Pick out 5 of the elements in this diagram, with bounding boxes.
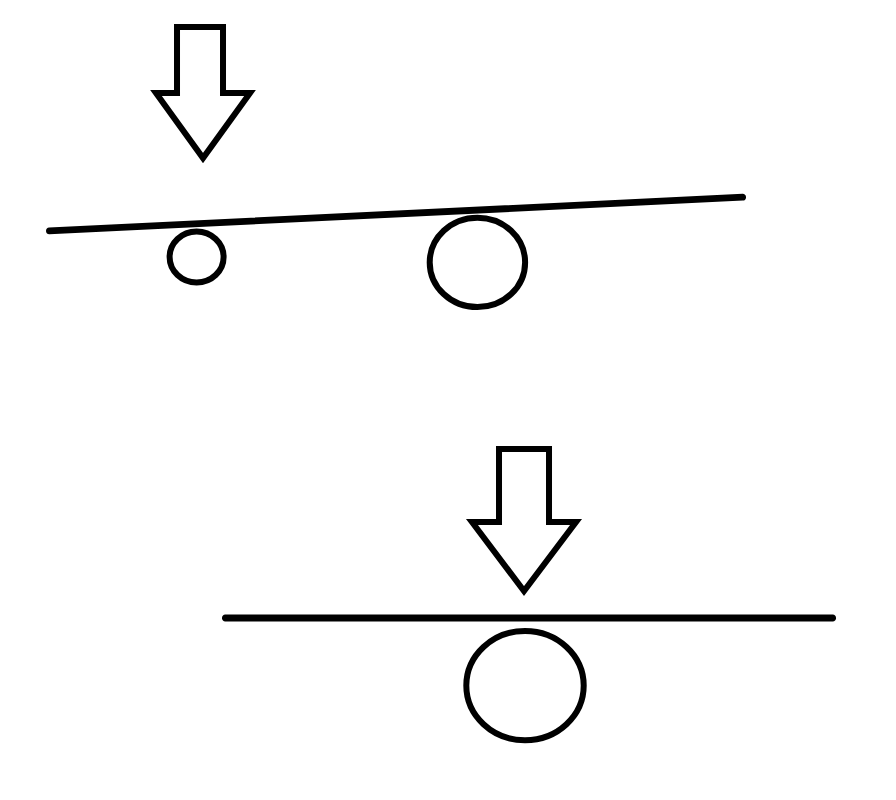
beam [46,193,746,235]
roller [166,228,227,286]
roller [426,214,529,311]
roller [463,627,587,744]
beam [222,614,836,622]
